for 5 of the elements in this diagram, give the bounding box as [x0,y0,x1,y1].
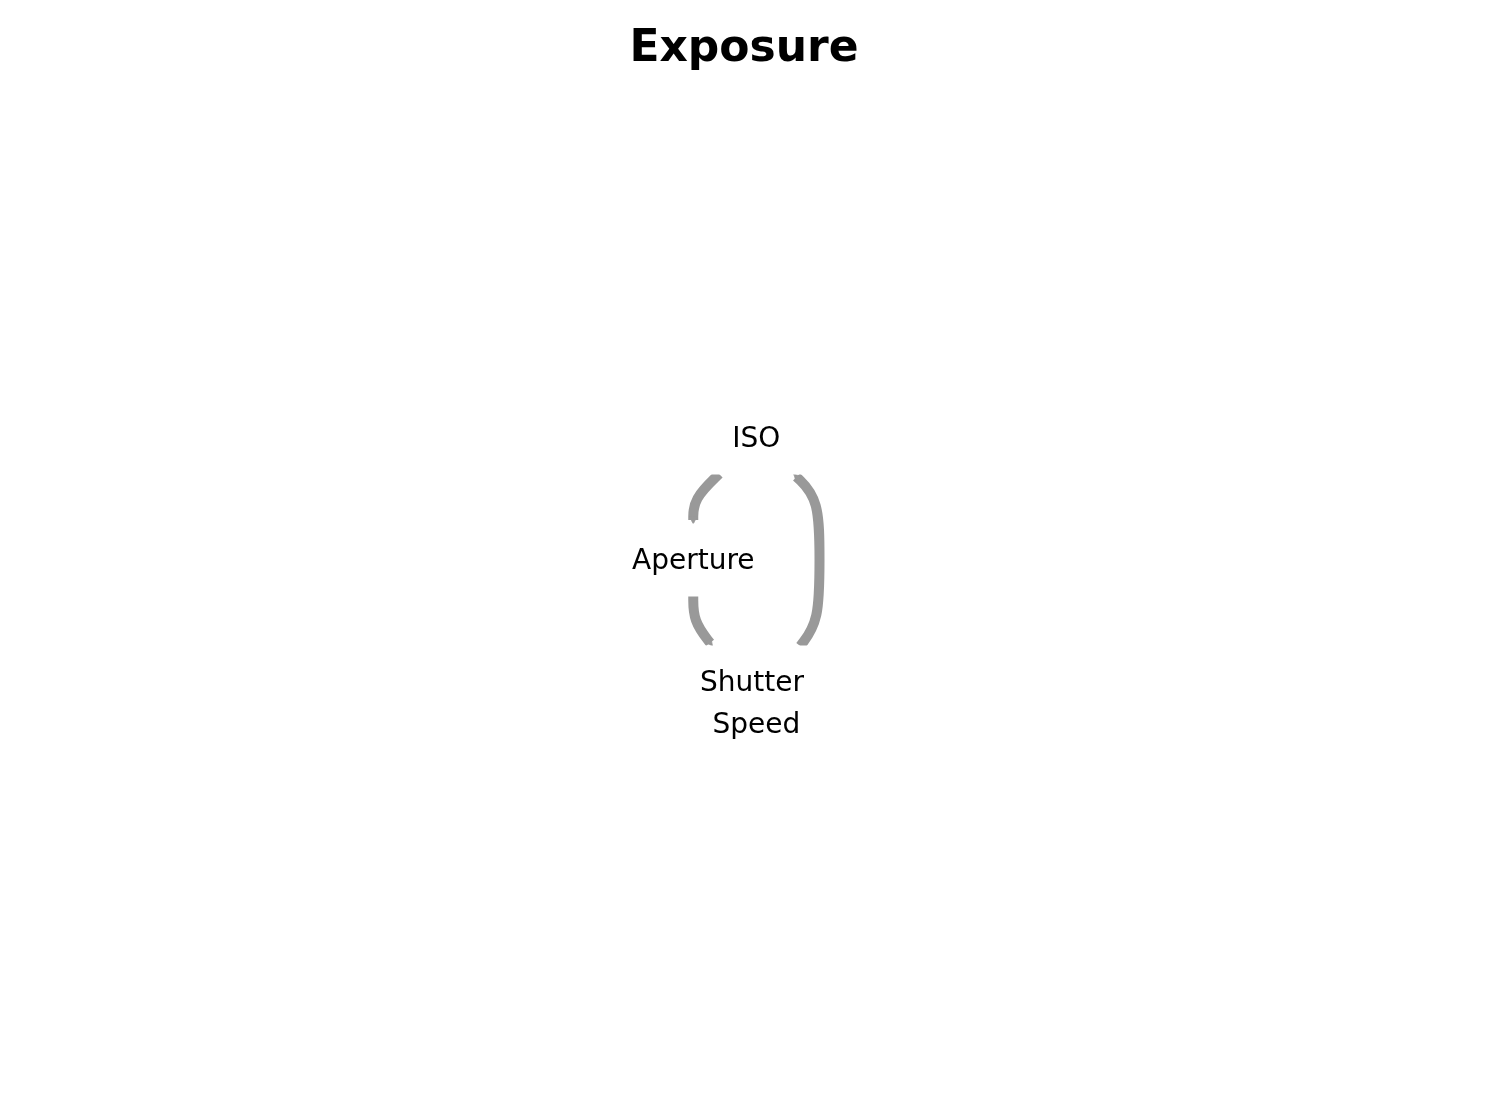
node-text: Aperture [631,543,755,576]
node-text: Shutter Speed [699,665,804,740]
arrow [688,595,714,647]
node-text: ISO [732,421,781,454]
diagram-title: Exposure [628,20,860,71]
